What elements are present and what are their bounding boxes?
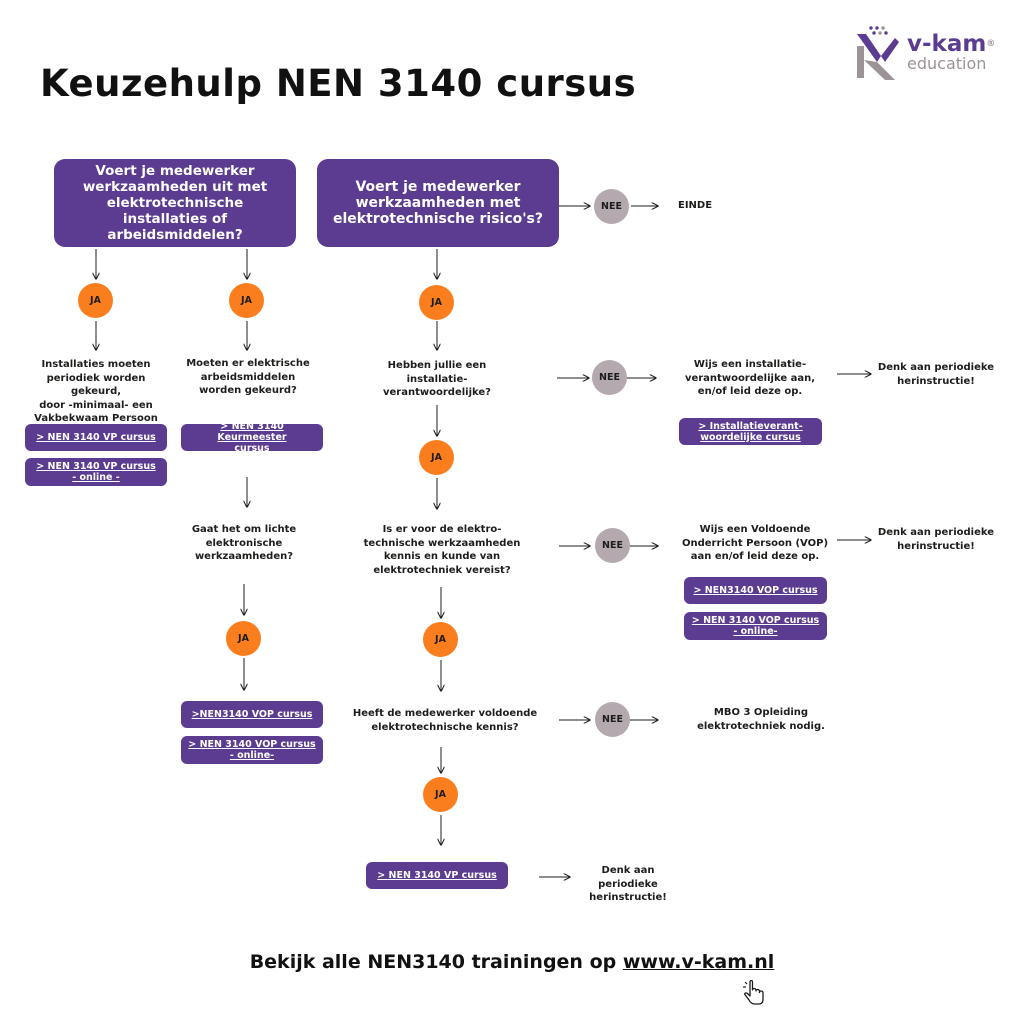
vp-cursus-online-button[interactable]: > NEN 3140 VP cursus - online - [25, 458, 167, 486]
lichte-werkzaamheden-text: Gaat het om lichte elektronische werkzaa… [191, 524, 297, 562]
herinstructie-text-final: Denk aan periodieke herinstructie! [589, 865, 667, 903]
voldoende-kennis-text: Heeft de medewerker voldoende elektrotec… [352, 708, 538, 733]
vp-cursus-button[interactable]: > NEN 3140 VP cursus [25, 424, 167, 451]
einde-label: EINDE [678, 200, 713, 211]
mbo3-text: MBO 3 Opleiding elektrotechniek nodig. [697, 707, 825, 732]
wijs-installatieverantwoordelijke-text: Wijs een installatie- verantwoordelijke … [684, 359, 816, 397]
question-box-installaties: Voert je medewerker werkzaamheden uit me… [54, 159, 296, 247]
nee-node: NEE [595, 702, 630, 737]
nee-node: NEE [592, 360, 627, 395]
pointer-cursor-icon [743, 980, 764, 1005]
logo-subtitle: education [907, 54, 987, 73]
ja-node: JA [229, 283, 264, 318]
v-kam-logo-icon [857, 26, 899, 80]
vop-cursus-button-2[interactable]: > NEN3140 VOP cursus [684, 577, 827, 604]
vop-cursus-button[interactable]: >NEN3140 VOP cursus [181, 701, 323, 728]
herinstructie-text-1: Denk aan periodieke herinstructie! [877, 362, 995, 387]
nee-node: NEE [594, 189, 629, 224]
installatieverantwoordelijke-cursus-button[interactable]: > Installatieverant- woordelijke cursus [679, 418, 822, 445]
ja-node: JA [423, 622, 458, 657]
footer-cta: Bekijk alle NEN3140 trainingen op www.v-… [0, 951, 1024, 973]
nee-node: NEE [595, 528, 630, 563]
herinstructie-text-2: Denk aan periodieke herinstructie! [877, 527, 995, 552]
keurmeester-cursus-button[interactable]: > NEN 3140 Keurmeester cursus [181, 421, 323, 454]
vop-cursus-online-button-2[interactable]: > NEN 3140 VOP cursus - online- [684, 612, 827, 640]
footer-prefix: Bekijk alle NEN3140 trainingen op [249, 951, 623, 973]
logo [850, 22, 1000, 84]
arbeidsmiddelen-gekeurd-text: Moeten er elektrische arbeidsmiddelen wo… [186, 358, 310, 396]
ja-node: JA [226, 621, 261, 656]
logo-brand-text: v-kam® [907, 31, 996, 57]
kennis-vereist-text: Is er voor de elektro- technische werkza… [363, 524, 521, 576]
page-title: Keuzehulp NEN 3140 cursus [40, 62, 637, 105]
question-box-risicos: Voert je medewerker werkzaamheden met el… [317, 159, 559, 247]
vp-cursus-final-button[interactable]: > NEN 3140 VP cursus [366, 862, 508, 889]
footer-website-link[interactable]: www.v-kam.nl [622, 951, 775, 973]
ja-node: JA [78, 283, 113, 318]
ja-node: JA [419, 285, 454, 320]
ja-node: JA [419, 440, 454, 475]
ja-node: JA [423, 777, 458, 812]
wijs-vop-text: Wijs een Voldoende Onderricht Persoon (V… [681, 524, 829, 562]
vop-cursus-online-button[interactable]: > NEN 3140 VOP cursus - online- [181, 736, 323, 764]
installatieverantwoordelijke-vraag-text: Hebben jullie een installatie- verantwoo… [383, 360, 491, 398]
